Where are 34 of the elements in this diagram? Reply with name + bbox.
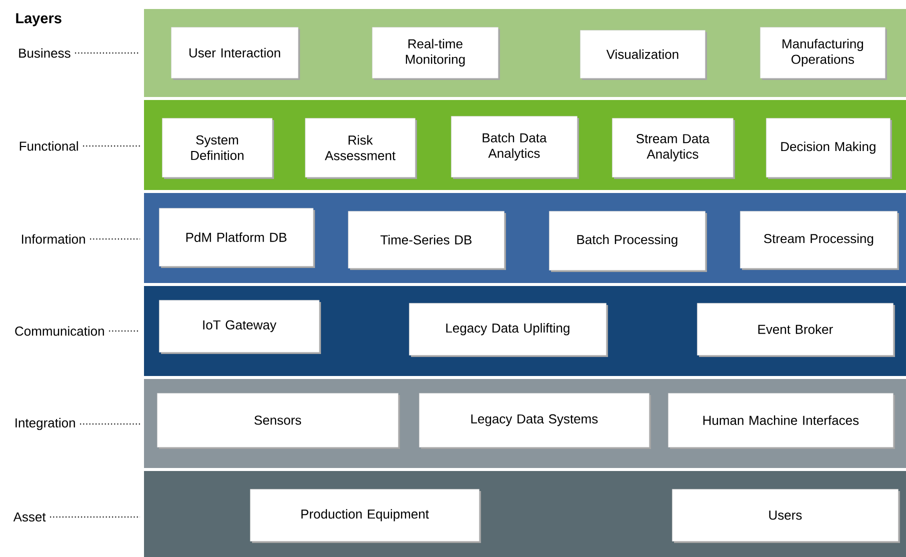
layer-label: Communication [15,326,104,336]
component-box: User Interaction [171,27,298,78]
component-box: Real-time Monitoring [372,27,498,78]
component-box: Manufacturing Operations [760,27,886,78]
component-box: Batch Data Analytics [451,116,578,178]
component-box: Batch Processing [549,211,706,270]
leader-line [80,423,140,425]
component-box: Human Machine Interfaces [668,393,894,448]
leader-line [75,52,140,54]
layer-label: Integration [16,418,75,430]
layer-label: Functional [20,141,78,151]
component-box: Sensors [157,393,398,448]
component-box: Production Equipment [250,489,480,542]
leader-line [50,516,140,518]
layer-label: Business [19,48,70,58]
component-box: Time-Series DB [348,211,504,268]
leader-line [83,145,140,147]
component-box: Stream Data Analytics [612,118,734,178]
component-box: Stream Processing [740,211,898,268]
component-box: Legacy Data Uplifting [409,303,606,356]
component-box: Users [672,489,898,542]
component-box: Event Broker [697,303,894,356]
component-box: Legacy Data Systems [419,393,650,448]
component-box: Decision Making [766,118,890,178]
layer-label: Information [22,234,85,244]
component-box: PdM Platform DB [159,208,314,266]
leader-line [109,330,140,332]
component-box: System Definition [162,118,272,178]
component-box: Risk Assessment [305,118,416,178]
leader-line [90,238,140,240]
title: Layers [16,13,62,26]
component-box: IoT Gateway [159,300,320,352]
layer-label: Asset [13,512,46,522]
component-box: Visualization [580,30,706,78]
